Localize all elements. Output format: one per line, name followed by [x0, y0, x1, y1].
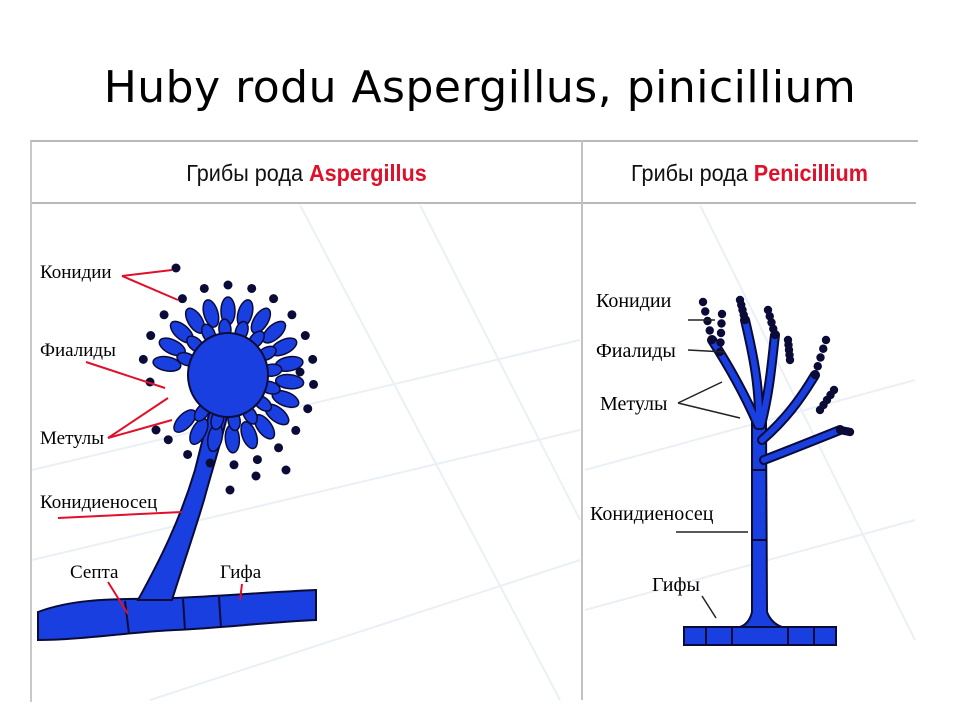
conidium [819, 344, 828, 353]
phialide [189, 417, 209, 446]
conidium [223, 280, 233, 290]
aspergillus-label-hypha: Гифа [220, 562, 262, 583]
header-aspergillus-genus: Aspergillus [308, 160, 427, 186]
phialide [202, 299, 220, 328]
conidium [287, 310, 297, 320]
conidium [252, 455, 262, 465]
conidium [703, 316, 712, 326]
conidium [177, 294, 187, 304]
conidium [183, 449, 193, 459]
conidium [281, 465, 291, 475]
phialide [173, 409, 197, 433]
conidium [171, 263, 181, 273]
phialide [250, 307, 272, 334]
penicillium-illustration [683, 295, 855, 646]
conidium [146, 331, 156, 341]
penicillium-conidia [698, 295, 855, 437]
conidium [229, 460, 239, 470]
conidium [810, 370, 820, 380]
conidium [300, 331, 310, 341]
conidium [829, 385, 839, 395]
conidium [816, 353, 825, 362]
penicillium-conidiophore [739, 419, 783, 628]
header-aspergillus: Грибы рода Aspergillus [48, 155, 564, 191]
conidium [717, 319, 726, 328]
conidium [763, 305, 773, 315]
phialide [240, 421, 259, 450]
aspergillus-label-septum: Септа [70, 562, 119, 583]
penicillium-label-hyphae: Гифы [652, 574, 700, 596]
aspergillus-label-conidia: Конидии [40, 262, 112, 283]
penicillium-leaders [676, 319, 748, 619]
header-rule-right [583, 202, 916, 204]
conidium [163, 435, 173, 445]
conidium [309, 379, 319, 389]
conidium [205, 458, 215, 468]
conidium [716, 338, 725, 347]
conidium [225, 485, 235, 495]
column-divider [581, 140, 583, 700]
penicillium-label-conidiophore: Конидиеносец [590, 503, 714, 525]
conidium [707, 335, 717, 345]
penicillium-label-conidia: Конидии [596, 290, 672, 312]
conidium [783, 335, 793, 345]
aspergillus-vesicle [187, 332, 269, 418]
conidium [813, 362, 822, 371]
phialide [152, 355, 182, 372]
conidium [303, 404, 313, 414]
aspergillus-leaders [57, 269, 243, 615]
header-penicillium-prefix: Грибы рода [631, 160, 748, 186]
penicillium-label-phialides: Фиалиды [596, 340, 676, 362]
penicillium-hypha [683, 626, 837, 646]
aspergillus-label-conidiophore: Конидиеносец [40, 492, 157, 513]
conidium [821, 335, 831, 345]
conidium [138, 354, 148, 364]
conidium [308, 354, 318, 364]
header-rule-left [32, 202, 581, 204]
header-aspergillus-prefix: Грибы рода [186, 160, 303, 186]
conidium [151, 425, 161, 435]
conidium [705, 326, 714, 335]
conidium [717, 309, 727, 319]
aspergillus-illustration [37, 263, 319, 642]
aspergillus-label-phialides: Фиалиды [40, 340, 116, 361]
conidium [716, 328, 726, 338]
slide-title: Huby rodu Aspergillus, pinicillium [103, 62, 857, 113]
header-penicillium-genus: Penicillium [753, 160, 868, 186]
conidium [701, 307, 710, 316]
conidium [291, 425, 301, 435]
aspergillus-conidia [138, 263, 319, 495]
conidium [247, 283, 257, 293]
conidium [269, 294, 279, 304]
conidium [274, 443, 284, 453]
aspergillus-hypha [37, 588, 317, 642]
conidium [199, 283, 209, 293]
phialide [274, 373, 305, 390]
conidium [735, 295, 745, 305]
phialide [261, 320, 287, 344]
conidium [159, 310, 169, 320]
penicillium-label-metulae: Метулы [600, 393, 667, 415]
conidium [251, 471, 261, 481]
conidium [845, 427, 855, 437]
header-penicillium: Грибы рода Penicillium [593, 155, 906, 191]
conidium [698, 297, 708, 307]
aspergillus-label-metulae: Метулы [40, 428, 104, 449]
conidium [295, 367, 305, 377]
